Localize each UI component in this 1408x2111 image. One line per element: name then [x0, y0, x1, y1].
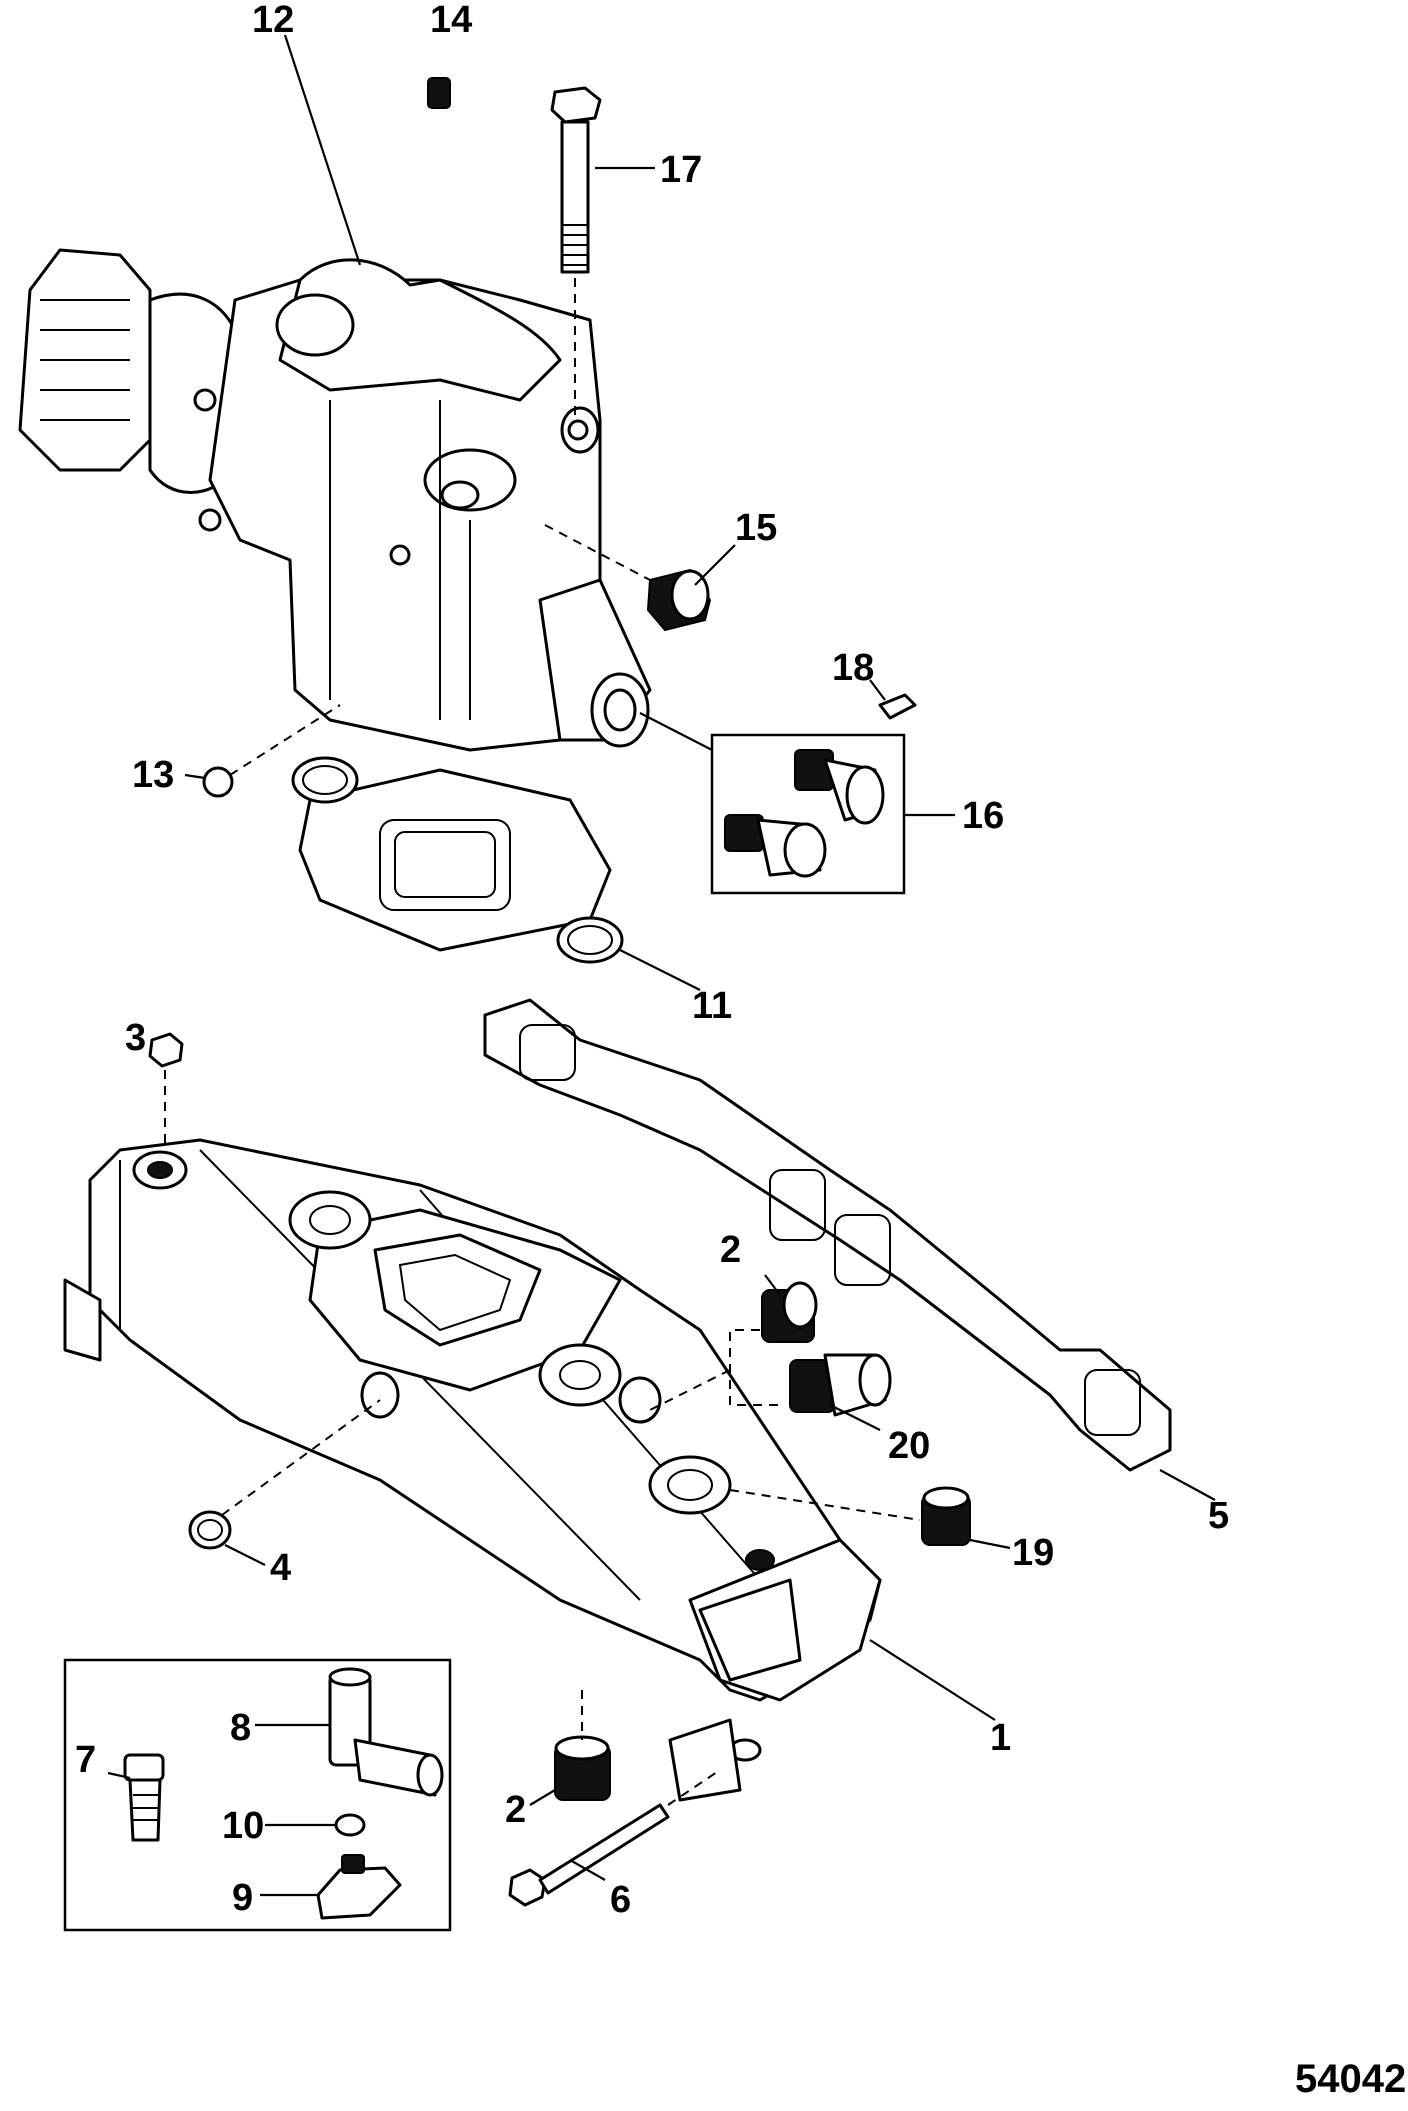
- figure-number: 54042: [1295, 2057, 1406, 2101]
- callout-13: 13: [132, 754, 174, 796]
- callout-4: 4: [270, 1547, 291, 1589]
- callout-17: 17: [660, 149, 702, 191]
- sleeve-part-4: [188, 1510, 232, 1550]
- callout-11: 11: [692, 985, 732, 1027]
- callout-1: 1: [990, 1717, 1011, 1759]
- callout-15: 15: [735, 507, 777, 549]
- bolt-part-17: [550, 86, 602, 274]
- exhaust-elbow-part-12: [18, 248, 652, 752]
- callout-14: 14: [430, 0, 472, 41]
- inset-parts-box: [63, 1658, 452, 1932]
- callout-6: 6: [610, 1879, 631, 1921]
- callout-18: 18: [832, 647, 874, 689]
- callout-12: 12: [252, 0, 294, 41]
- fitting-kit-part-16: [710, 733, 906, 895]
- plug-part-14: [427, 77, 451, 109]
- bolt-part-6: [508, 1803, 670, 1907]
- callout-16: 16: [962, 795, 1004, 837]
- callout-5: 5: [1208, 1495, 1229, 1537]
- nut-part-3: [148, 1032, 184, 1068]
- callout-8: 8: [230, 1707, 251, 1749]
- callout-2-lower: 2: [505, 1789, 526, 1831]
- callout-3: 3: [125, 1017, 146, 1059]
- plug-part-2-lower: [554, 1735, 611, 1801]
- gasket-part-11: [291, 756, 624, 964]
- callout-9: 9: [232, 1877, 253, 1919]
- callout-19: 19: [1012, 1532, 1054, 1574]
- callout-labels: 12 14 17 15 18 13 16 11 3 2 20 5 19 4 1 …: [75, 0, 1229, 1921]
- callout-7: 7: [75, 1739, 96, 1781]
- fitting-part-18: [878, 693, 917, 720]
- callout-10: 10: [222, 1805, 264, 1847]
- cup-plug-part-13: [202, 766, 234, 798]
- exhaust-manifold-part-1: [63, 1138, 882, 1802]
- fitting-part-20: [789, 1353, 892, 1417]
- leader-lines: [107, 34, 1216, 1897]
- gasket-part-5: [483, 998, 1172, 1472]
- plug-part-15: [646, 568, 712, 632]
- callout-20: 20: [888, 1425, 930, 1467]
- plug-part-2-upper: [761, 1281, 818, 1343]
- callout-2-upper: 2: [720, 1229, 741, 1271]
- plug-part-19: [921, 1486, 971, 1546]
